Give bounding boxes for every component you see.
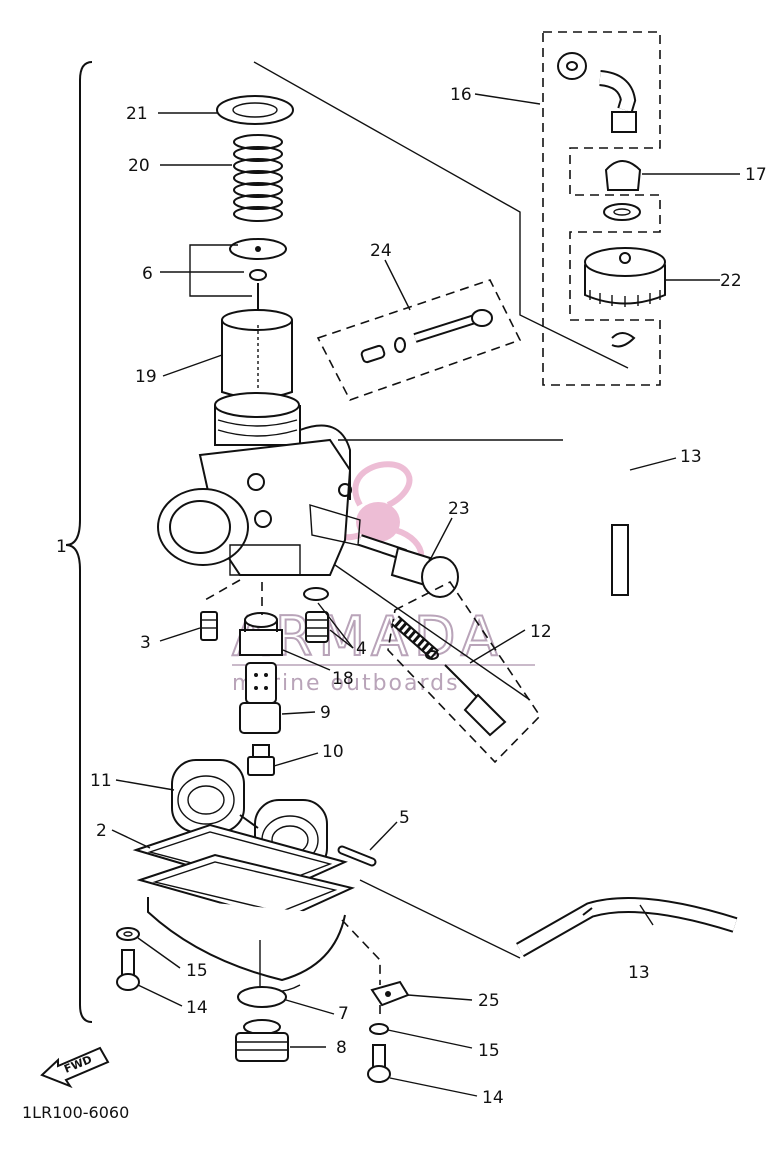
part-24-plunger-set bbox=[316, 279, 522, 401]
part-19-throttle-valve bbox=[221, 309, 293, 399]
part-14-screw-right bbox=[367, 1044, 391, 1083]
part-code: 1LR100-6060 bbox=[22, 1103, 129, 1122]
part-13-hose-lower bbox=[516, 897, 738, 957]
callout-11: 11 bbox=[90, 771, 112, 791]
part-3-jet bbox=[200, 611, 218, 641]
callout-16: 16 bbox=[450, 85, 472, 105]
part-8-plug bbox=[235, 1019, 289, 1062]
alignment-line-top bbox=[253, 61, 629, 369]
part-4-screw bbox=[303, 587, 329, 643]
part-20-spring bbox=[233, 134, 283, 222]
part-23-screw bbox=[358, 534, 459, 598]
part-7-oring bbox=[237, 986, 287, 1008]
part-17-cap bbox=[603, 160, 642, 221]
callout-3: 3 bbox=[140, 633, 151, 653]
callout-14-right: 14 bbox=[482, 1088, 504, 1108]
part-6-clip bbox=[229, 238, 287, 338]
callout-15-left: 15 bbox=[186, 961, 208, 981]
callout-4: 4 bbox=[356, 639, 367, 659]
part-15-washer-right bbox=[369, 1023, 389, 1035]
callout-9: 9 bbox=[320, 703, 331, 723]
callout-7: 7 bbox=[338, 1004, 349, 1024]
part-21-washer bbox=[216, 95, 294, 125]
forward-arrow: FWD bbox=[40, 1046, 110, 1089]
part-22-top-cap bbox=[584, 247, 666, 348]
callout-19: 19 bbox=[135, 367, 157, 387]
callout-8: 8 bbox=[336, 1038, 347, 1058]
part-13-hose-upper bbox=[570, 431, 633, 596]
carburetor-body bbox=[157, 392, 361, 576]
part-18-holder bbox=[239, 612, 283, 656]
alignment-line-hose-lower bbox=[359, 879, 521, 959]
callout-13-lower: 13 bbox=[628, 963, 650, 983]
callout-21: 21 bbox=[126, 104, 148, 124]
callout-13-upper: 13 bbox=[680, 447, 702, 467]
callout-6: 6 bbox=[142, 264, 153, 284]
callout-1: 1 bbox=[56, 537, 67, 557]
assembly-bracket bbox=[65, 61, 93, 1023]
part-12-pilot-screw-set bbox=[387, 580, 542, 764]
part-5-pin bbox=[337, 845, 377, 867]
callout-10: 10 bbox=[322, 742, 344, 762]
callout-17: 17 bbox=[745, 165, 767, 185]
part-15-washer-left bbox=[116, 927, 140, 941]
callout-25: 25 bbox=[478, 991, 500, 1011]
callout-20: 20 bbox=[128, 156, 150, 176]
part-14-screw-left bbox=[116, 949, 140, 991]
callout-2: 2 bbox=[96, 821, 107, 841]
callout-12: 12 bbox=[530, 622, 552, 642]
part-9-needle-jet bbox=[239, 662, 281, 734]
part-16-fitting bbox=[557, 52, 637, 133]
callout-15-right: 15 bbox=[478, 1041, 500, 1061]
callout-18: 18 bbox=[332, 669, 354, 689]
callouts: 1 2 3 4 5 6 7 8 9 10 11 12 13 13 14 14 1… bbox=[56, 85, 767, 1108]
callout-14-left: 14 bbox=[186, 998, 208, 1018]
part-10-main-jet bbox=[247, 744, 275, 776]
callout-23: 23 bbox=[448, 499, 470, 519]
callout-22: 22 bbox=[720, 271, 742, 291]
float-bowl bbox=[136, 853, 356, 993]
upper-right-group bbox=[542, 31, 661, 386]
callout-24: 24 bbox=[370, 241, 392, 261]
callout-5: 5 bbox=[399, 808, 410, 828]
guide-line-lower bbox=[341, 919, 381, 985]
part-25-bracket bbox=[370, 980, 410, 1020]
guide-line-jet bbox=[204, 579, 241, 601]
leader-lines bbox=[111, 93, 740, 1097]
